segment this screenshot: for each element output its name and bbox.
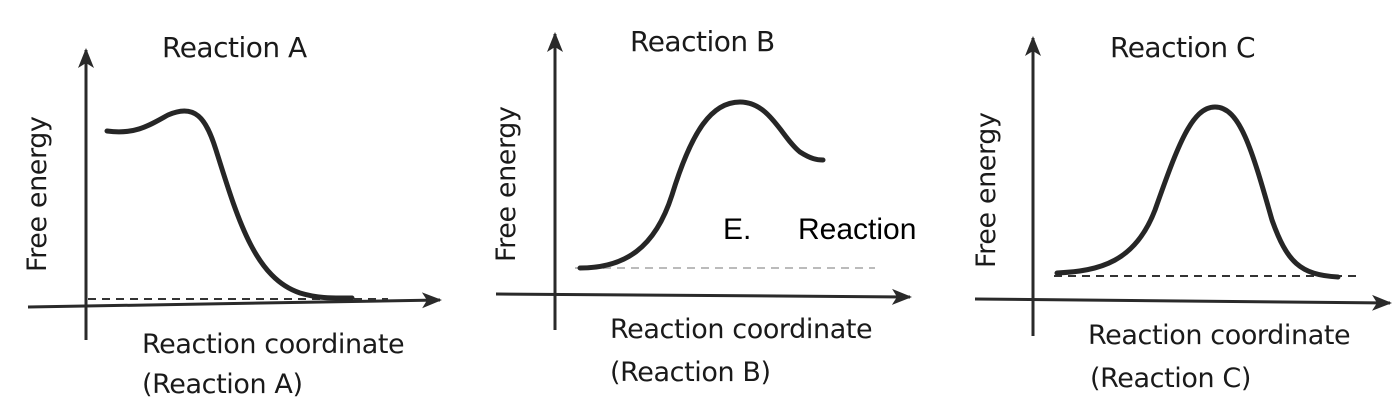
panel-reaction-a: Reaction A Free energy Reaction coordina… [22, 31, 442, 400]
energy-curve [1054, 104, 1341, 280]
y-axis-label: Free energy [491, 106, 522, 262]
x-axis-sublabel: (Reaction A) [142, 369, 303, 400]
choice-letter: E. [723, 213, 751, 246]
x-axis [495, 288, 912, 305]
y-axis-label: Free energy [971, 112, 1002, 268]
y-axis-label: Free energy [22, 116, 53, 272]
panel-reaction-b: Reaction B Free energy Reaction coordina… [491, 25, 912, 388]
x-axis-label: Reaction coordinate [142, 329, 404, 360]
x-axis [974, 294, 1392, 311]
x-axis-label: Reaction coordinate [1088, 320, 1350, 351]
panel-title: Reaction A [162, 31, 307, 64]
choice-text: Reaction [798, 213, 916, 246]
x-axis-label: Reaction coordinate [610, 314, 872, 345]
energy-curve [577, 99, 826, 271]
answer-choice: E. Reaction [723, 213, 916, 246]
x-axis [27, 292, 442, 309]
x-axis-sublabel: (Reaction C) [1090, 363, 1251, 394]
panel-reaction-c: Reaction C Free energy Reaction coordina… [971, 31, 1392, 394]
panel-title: Reaction C [1110, 31, 1255, 64]
energy-curve [104, 108, 355, 301]
x-axis-sublabel: (Reaction B) [610, 357, 771, 388]
panel-title: Reaction B [630, 25, 775, 58]
